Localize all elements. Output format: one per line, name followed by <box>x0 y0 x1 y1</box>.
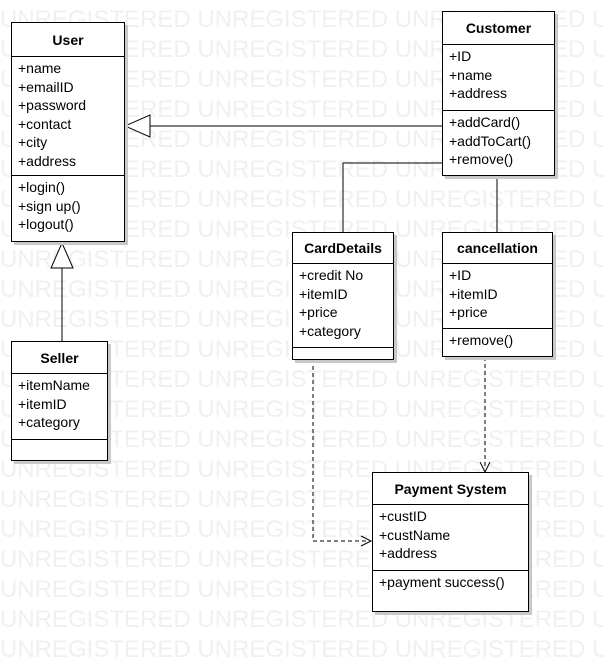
attribute: +itemID <box>299 285 348 302</box>
operation: +login() <box>18 179 66 195</box>
operation: +payment success() <box>379 574 505 590</box>
attribute: +name <box>18 60 62 76</box>
operations-section <box>293 348 393 352</box>
operations-section: +login() +sign up() +logout() <box>12 176 124 236</box>
attribute: +address <box>379 545 437 561</box>
attribute: +ID <box>449 267 472 283</box>
class-name: User <box>12 23 124 57</box>
attribute: +price <box>299 304 338 320</box>
class-name: cancellation <box>443 233 552 264</box>
carddetails-payment-dependency <box>312 359 368 542</box>
operations-section <box>12 440 107 444</box>
attribute: +category <box>299 322 361 339</box>
class-name: Seller <box>12 342 107 374</box>
attribute: +custID <box>379 508 427 524</box>
attribute: +address <box>449 85 507 101</box>
attribute: +emailID <box>18 78 74 95</box>
attributes-section: +credit No +itemID +price +category <box>293 264 393 348</box>
class-cancellation[interactable]: cancellation +ID +itemID +price +remove(… <box>442 232 553 357</box>
operation: +addCard() <box>449 114 521 130</box>
attribute: +price <box>449 304 488 320</box>
customer-carddetails-association <box>342 162 443 233</box>
class-card-details[interactable]: CardDetails +credit No +itemID +price +c… <box>292 232 394 360</box>
attribute: +ID <box>449 48 472 64</box>
operation: +sign up() <box>18 197 81 214</box>
operation: +remove() <box>449 151 514 167</box>
attribute: +name <box>449 66 493 83</box>
attributes-section: +ID +name +address <box>443 45 554 111</box>
class-name: CardDetails <box>293 233 393 264</box>
attribute: +category <box>18 414 80 430</box>
operations-section: +payment success() <box>373 571 528 594</box>
attribute: +contact <box>18 115 72 132</box>
class-customer[interactable]: Customer +ID +name +address +addCard() +… <box>442 11 555 176</box>
attribute: +city <box>18 134 48 150</box>
operation: +remove() <box>449 332 514 348</box>
attributes-section: +itemName +itemID +category <box>12 374 107 440</box>
class-seller[interactable]: Seller +itemName +itemID +category <box>11 341 108 461</box>
operation: +addToCart() <box>449 132 532 149</box>
attribute: +itemID <box>18 395 67 412</box>
operations-section: +addCard() +addToCart() +remove() <box>443 111 554 171</box>
attribute: +itemID <box>449 285 498 302</box>
operations-section: +remove() <box>443 329 552 352</box>
attribute: +custName <box>379 526 451 543</box>
class-name: Payment System <box>373 473 528 505</box>
attribute: +address <box>18 152 76 169</box>
class-name: Customer <box>443 12 554 45</box>
dependency-arrowhead-payment-left <box>360 535 373 547</box>
generalization-arrowhead-user-right <box>123 114 151 138</box>
attributes-section: +ID +itemID +price <box>443 264 552 329</box>
attribute: +password <box>18 97 87 113</box>
operation: +logout() <box>18 216 74 232</box>
class-payment-system[interactable]: Payment System +custID +custName +addres… <box>372 472 529 612</box>
attributes-section: +custID +custName +address <box>373 505 528 571</box>
attributes-section: +name +emailID +password +contact +city … <box>12 57 124 176</box>
class-user[interactable]: User +name +emailID +password +contact +… <box>11 22 125 242</box>
attribute: +credit No <box>299 267 364 283</box>
attribute: +itemName <box>18 377 90 393</box>
generalization-arrowhead-user-bottom <box>50 241 74 269</box>
